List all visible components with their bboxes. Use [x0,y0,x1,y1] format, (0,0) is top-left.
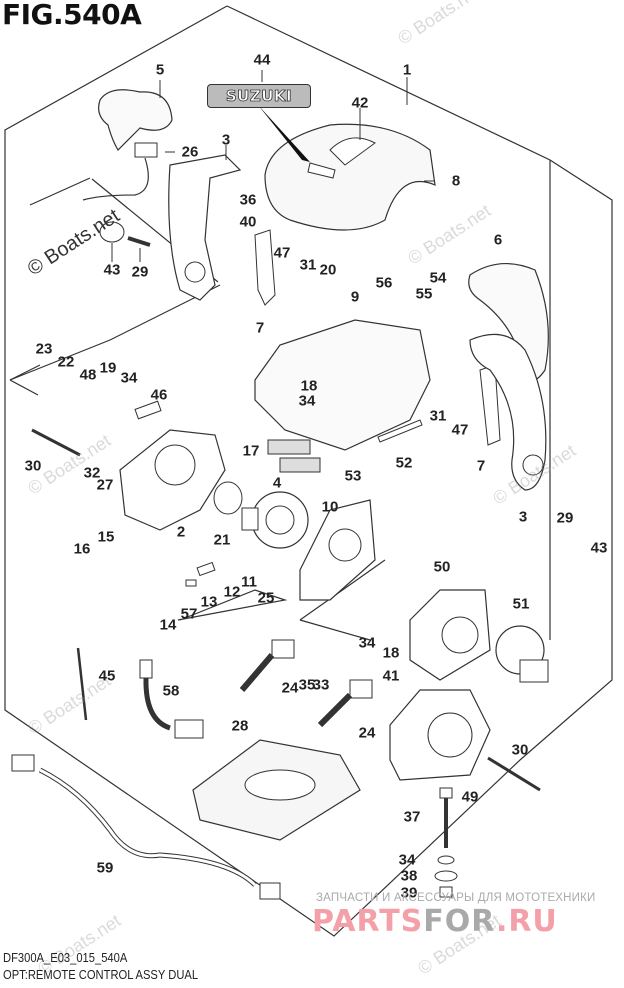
figure-description: OPT:REMOTE CONTROL ASSY DUAL [3,967,199,982]
callout-20[interactable]: 20 [319,261,337,279]
callout-36[interactable]: 36 [239,191,257,209]
callout-55[interactable]: 55 [415,285,433,303]
callout-6[interactable]: 6 [493,231,503,249]
callout-59[interactable]: 59 [96,859,114,877]
callout-3[interactable]: 3 [518,508,528,526]
callout-30[interactable]: 30 [511,741,529,759]
part-knob-6 [468,262,549,382]
callout-32[interactable]: 32 [83,464,101,482]
callout-53[interactable]: 53 [344,467,362,485]
callout-5[interactable]: 5 [155,61,165,79]
callout-13[interactable]: 13 [200,593,218,611]
callout-43[interactable]: 43 [590,539,608,557]
part-cover-8 [264,123,436,231]
callout-52[interactable]: 52 [395,454,413,472]
callout-12[interactable]: 12 [223,583,241,601]
callout-14[interactable]: 14 [159,616,177,634]
callout-49[interactable]: 49 [461,788,479,806]
callout-10[interactable]: 10 [321,498,339,516]
callout-33[interactable]: 33 [312,676,330,694]
callout-45[interactable]: 45 [98,667,116,685]
callout-34[interactable]: 34 [398,851,416,869]
callout-43[interactable]: 43 [103,261,121,279]
figure-code: DF300A_E03_015_540A [3,950,128,965]
callout-26[interactable]: 26 [181,143,199,161]
callout-8[interactable]: 8 [451,172,461,190]
callout-16[interactable]: 16 [73,540,91,558]
callout-29[interactable]: 29 [556,509,574,527]
callout-50[interactable]: 50 [433,558,451,576]
shop-logo[interactable]: PARTSFOR.RU [312,904,558,939]
callout-42[interactable]: 42 [351,94,369,112]
callout-11[interactable]: 11 [241,573,257,591]
callout-46[interactable]: 46 [150,386,168,404]
callout-18[interactable]: 18 [382,644,400,662]
callout-37[interactable]: 37 [403,808,421,826]
callout-18[interactable]: 18 [300,377,318,395]
shop-logo-part1: PARTS [312,904,424,939]
callout-30[interactable]: 30 [24,457,42,475]
callout-21[interactable]: 21 [213,531,231,549]
callout-15[interactable]: 15 [97,528,115,546]
callout-24[interactable]: 24 [281,679,299,697]
callout-22[interactable]: 22 [57,353,75,371]
suzuki-emblem: SUZUKI [207,84,311,108]
callout-54[interactable]: 54 [429,269,447,287]
callout-51[interactable]: 51 [512,595,530,613]
callout-47[interactable]: 47 [451,421,469,439]
callout-19[interactable]: 19 [99,359,117,377]
callout-23[interactable]: 23 [35,340,53,358]
shop-logo-part3: .RU [495,904,558,939]
callout-58[interactable]: 58 [162,682,180,700]
callout-1[interactable]: 1 [402,61,412,79]
callout-27[interactable]: 27 [96,476,114,494]
callout-34[interactable]: 34 [358,634,376,652]
callout-47[interactable]: 47 [273,244,291,262]
callout-44[interactable]: 44 [253,51,271,69]
callout-7[interactable]: 7 [476,457,486,475]
callout-2[interactable]: 2 [176,523,186,541]
callout-7[interactable]: 7 [255,319,265,337]
callout-35[interactable]: 35 [298,676,316,694]
part-base-9 [254,319,431,451]
part-lever-3 [168,154,242,301]
callout-34[interactable]: 34 [120,369,138,387]
callout-24[interactable]: 24 [358,724,376,742]
callout-57[interactable]: 57 [180,605,198,623]
callout-41[interactable]: 41 [382,667,400,685]
callout-28[interactable]: 28 [231,717,249,735]
assembly-outline [4,5,613,937]
callout-38[interactable]: 38 [400,867,418,885]
callout-9[interactable]: 9 [350,288,360,306]
callout-56[interactable]: 56 [375,274,393,292]
shop-tagline: ЗАПЧАСТИ И АКСЕССУАРЫ ДЛЯ МОТОТЕХНИКИ [316,892,596,904]
callout-17[interactable]: 17 [242,442,260,460]
shop-logo-part2: FOR [423,904,496,939]
callout-48[interactable]: 48 [79,366,97,384]
callout-31[interactable]: 31 [429,407,447,425]
callout-34[interactable]: 34 [298,392,316,410]
callout-4[interactable]: 4 [272,474,282,492]
callout-25[interactable]: 25 [257,589,275,607]
callout-39[interactable]: 39 [400,884,418,902]
callout-29[interactable]: 29 [131,263,149,281]
callout-40[interactable]: 40 [239,213,257,231]
callout-31[interactable]: 31 [299,256,317,274]
figure-title: FIG.540A [2,0,142,31]
callout-3[interactable]: 3 [221,131,231,149]
part-knob-5 [98,89,173,151]
